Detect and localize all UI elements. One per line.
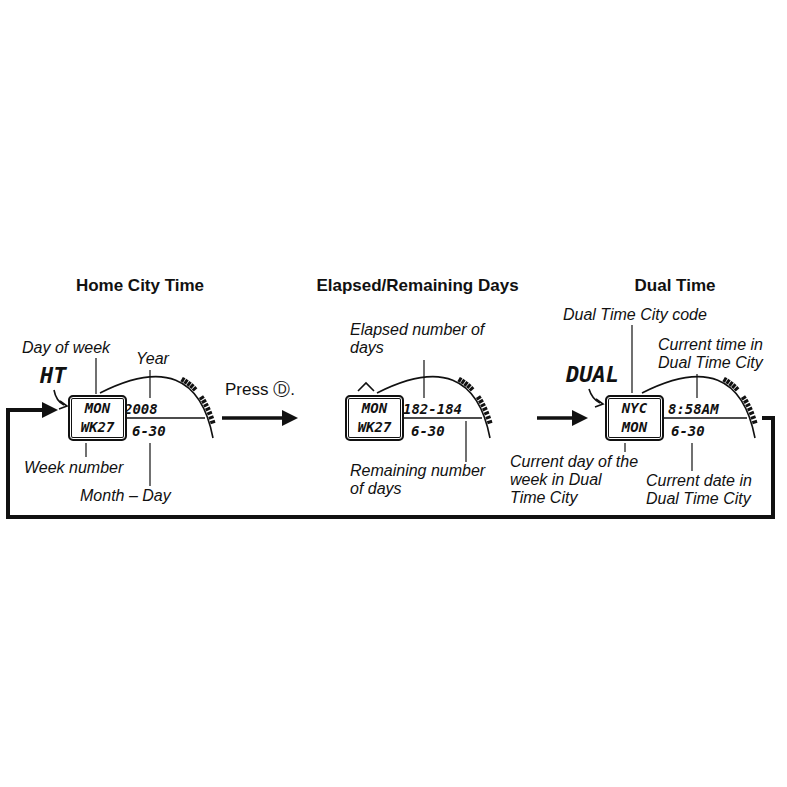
leader-line [85,443,86,457]
callout-label: Remaining number of days [350,462,490,498]
arrowhead [42,402,58,418]
lcd-inset-box: MONWK27 [68,395,127,441]
leader-line [465,421,466,462]
mode-indicator: DUAL [566,363,619,387]
dial-tick [479,400,483,403]
lcd-inset-box: NYCMON [605,395,664,441]
callout-label: Day of week [22,339,110,357]
leader-line [631,325,632,393]
dial-tick [210,421,215,422]
dial-tick [752,421,757,422]
leader-line [624,443,625,452]
lcd-text: 8:58AM [668,400,719,418]
display-divider [398,417,482,419]
callout-label: Month – Day [80,487,171,505]
connector-line [222,416,286,420]
dial-tick [483,408,488,410]
pointer-head [59,401,67,409]
callout-label: Year [136,350,169,368]
dial-tick [206,408,211,410]
lcd-text: 6-30 [411,422,445,440]
dial-tick [732,384,735,388]
dial-tick [467,384,470,388]
dial-tick [735,387,739,390]
callout-label: Current time in Dual Time City [658,336,786,372]
dial-tick [744,400,748,403]
lcd-text: WK27 [347,418,402,437]
lcd-text: 6-30 [671,422,705,440]
dial-tick [751,417,756,419]
callout-label: Elapsed number of days [350,321,490,357]
mode-title: Home City Time [60,276,220,296]
dial-tick [477,397,481,400]
dial-tick [486,417,491,419]
dial-tick [190,384,193,388]
lcd-text: MON [70,399,125,418]
mode-indicator: HT [40,364,67,388]
callout-label: Current date in Dual Time City [646,472,778,508]
arrowhead [572,410,588,426]
leader-line [149,370,150,398]
dial-tick [746,404,750,406]
dial-tick [207,412,212,414]
lcd-text: 6-30 [132,422,166,440]
dial-tick [193,387,197,390]
dial-tick [724,378,726,382]
callout-label: Week number [24,459,123,477]
arrowhead [282,410,298,426]
display-divider [658,417,747,419]
display-divider [121,417,205,419]
dial-tick [462,380,465,384]
display-mark [358,383,374,391]
dial-tick [727,380,730,384]
dial-tick [182,378,184,382]
dial-tick [470,387,474,390]
lcd-text: WK27 [70,418,125,437]
leader-line [423,360,424,398]
dial-tick [209,417,214,419]
callout-label: Dual Time City code [563,306,707,324]
lcd-text: MON [347,399,402,418]
dial-tick [487,421,492,422]
mode-title: Dual Time [590,276,760,296]
dial-tick [187,382,190,386]
dial-ticks [182,378,757,423]
connector-line [537,416,576,420]
dial-tick [202,400,206,403]
edge-label: Press Ⓓ. [223,378,297,401]
dial-tick [185,380,188,384]
dial-tick [481,404,485,406]
dial-tick [729,382,732,386]
lcd-text: MON [607,418,662,437]
mode-title: Elapsed/Remaining Days [300,276,535,296]
flow-arrow [222,410,298,426]
leader-line [696,374,697,398]
lcd-inset-box: MONWK27 [345,395,404,441]
dial-tick [742,397,746,400]
lcd-text: NYC [607,399,662,418]
callout-label: Current day of the week in Dual Time Cit… [510,453,640,507]
dial-tick [204,404,208,406]
lcd-text: 2008 [124,400,158,418]
lcd-text: 182-184 [403,400,462,418]
flow-arrow [537,410,588,426]
dial-tick [459,378,461,382]
leader-line [95,358,96,394]
dial-tick [748,408,753,410]
dial-tick [200,397,204,400]
leader-line [691,443,692,471]
pointer-head [595,399,603,407]
dial-tick [464,382,467,386]
dial-tick [749,412,754,414]
leader-line [149,443,150,486]
watch-display: Elapsed/Remaining Days 182-184 6-30 MONWK27 [300,276,535,446]
dial-tick [484,412,489,414]
